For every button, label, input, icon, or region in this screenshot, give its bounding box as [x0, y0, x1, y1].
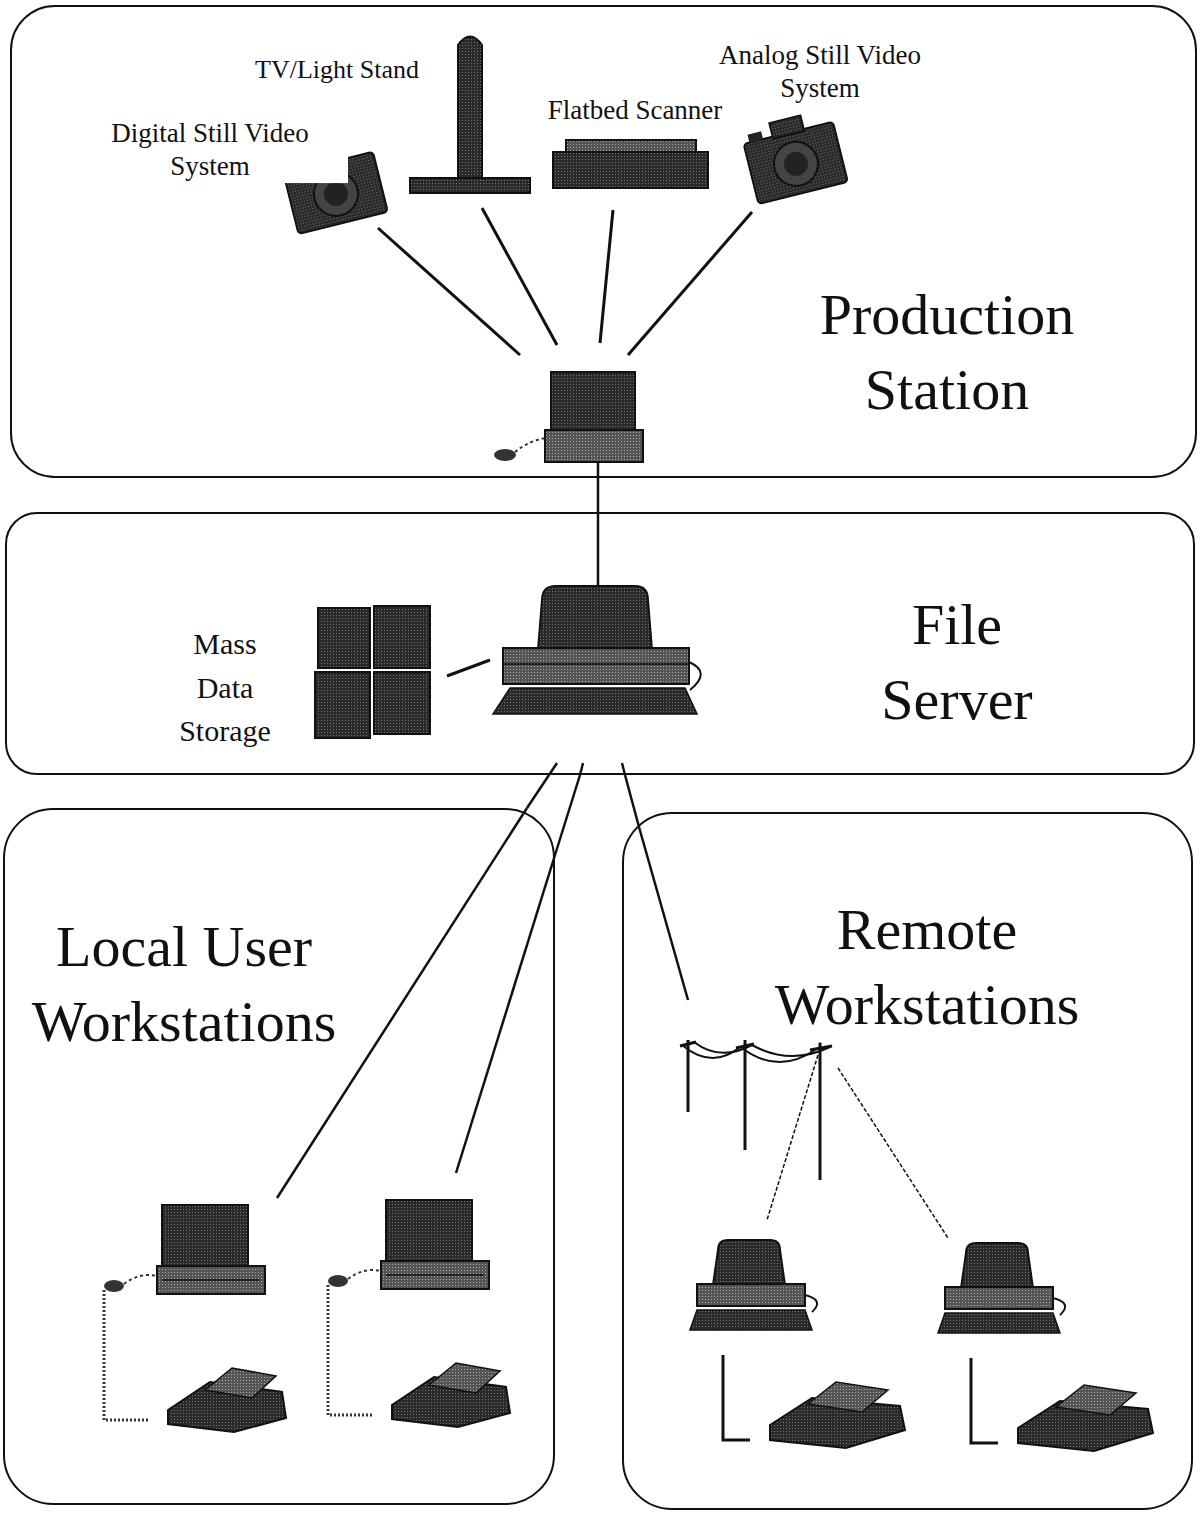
flatbed-scanner — [553, 140, 708, 188]
network-link — [555, 775, 580, 855]
mass-storage — [315, 606, 430, 738]
network-link — [625, 775, 639, 827]
device-label: Digital Still Video System — [72, 117, 348, 183]
panel-title: Production Station — [816, 277, 1079, 428]
panel-title: File Server — [877, 587, 1036, 738]
device-label: TV/Light Stand — [252, 54, 422, 86]
network-link — [527, 775, 549, 808]
workstation-panel: Remote Workstations — [622, 812, 1193, 1510]
panel-title: Local User Workstations — [28, 909, 341, 1060]
device-label: Analog Still Video System — [687, 39, 953, 105]
file-server-computer — [493, 586, 701, 714]
storage-label: Mass Data Storage — [176, 622, 274, 753]
telephone-poles — [680, 1040, 948, 1238]
production-computer — [494, 372, 643, 462]
panel-title: Remote Workstations — [771, 892, 1084, 1043]
tv-light-stand — [410, 37, 530, 194]
workstation-panel: Local User Workstations — [3, 808, 555, 1505]
station-panel: Production Station — [10, 5, 1197, 478]
network-link — [597, 478, 600, 512]
